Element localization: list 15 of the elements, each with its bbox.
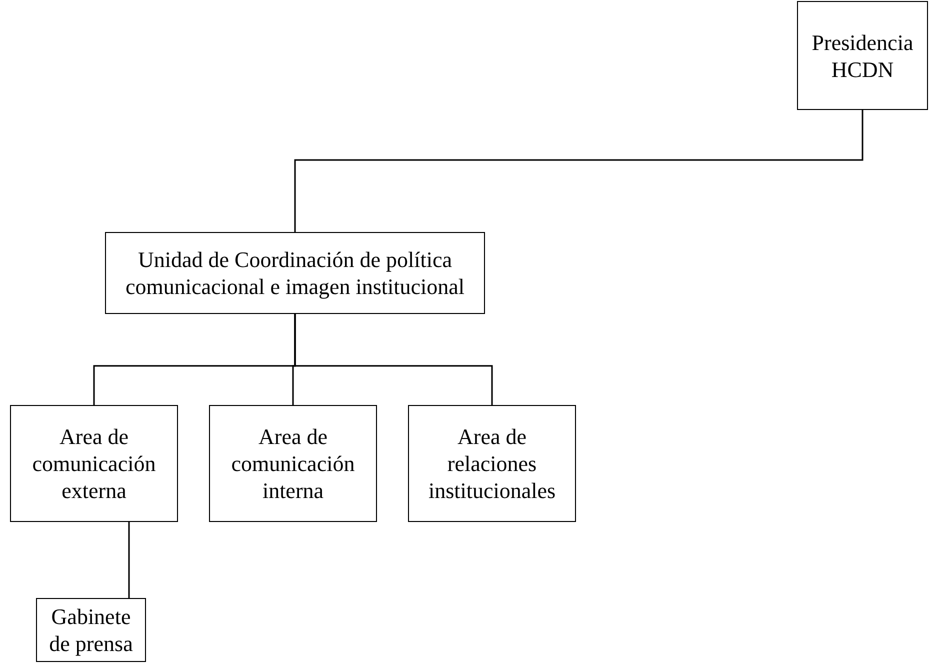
org-unit-box: [10, 405, 178, 522]
org-unit-box: [36, 598, 146, 662]
unit-name: Presidencia HCDN: [810, 28, 914, 82]
connector-line: [294, 314, 493, 405]
unit-name: Gabinete de prensa: [48, 603, 134, 657]
connector-line: [294, 110, 864, 232]
org-unit-box: [797, 1, 928, 110]
org-unit-box: [408, 405, 576, 522]
unit-name: Area de relaciones institucionales: [427, 423, 557, 504]
unit-name: Area de comunicación externa: [31, 423, 157, 504]
connector-line: [128, 522, 130, 598]
org-unit-box: [209, 405, 377, 522]
unit-name: Area de comunicación interna: [230, 423, 356, 504]
unit-name: Unidad de Coordinación de política comunicacional e imagen institucional: [124, 246, 466, 300]
org-unit-box: [105, 232, 485, 314]
